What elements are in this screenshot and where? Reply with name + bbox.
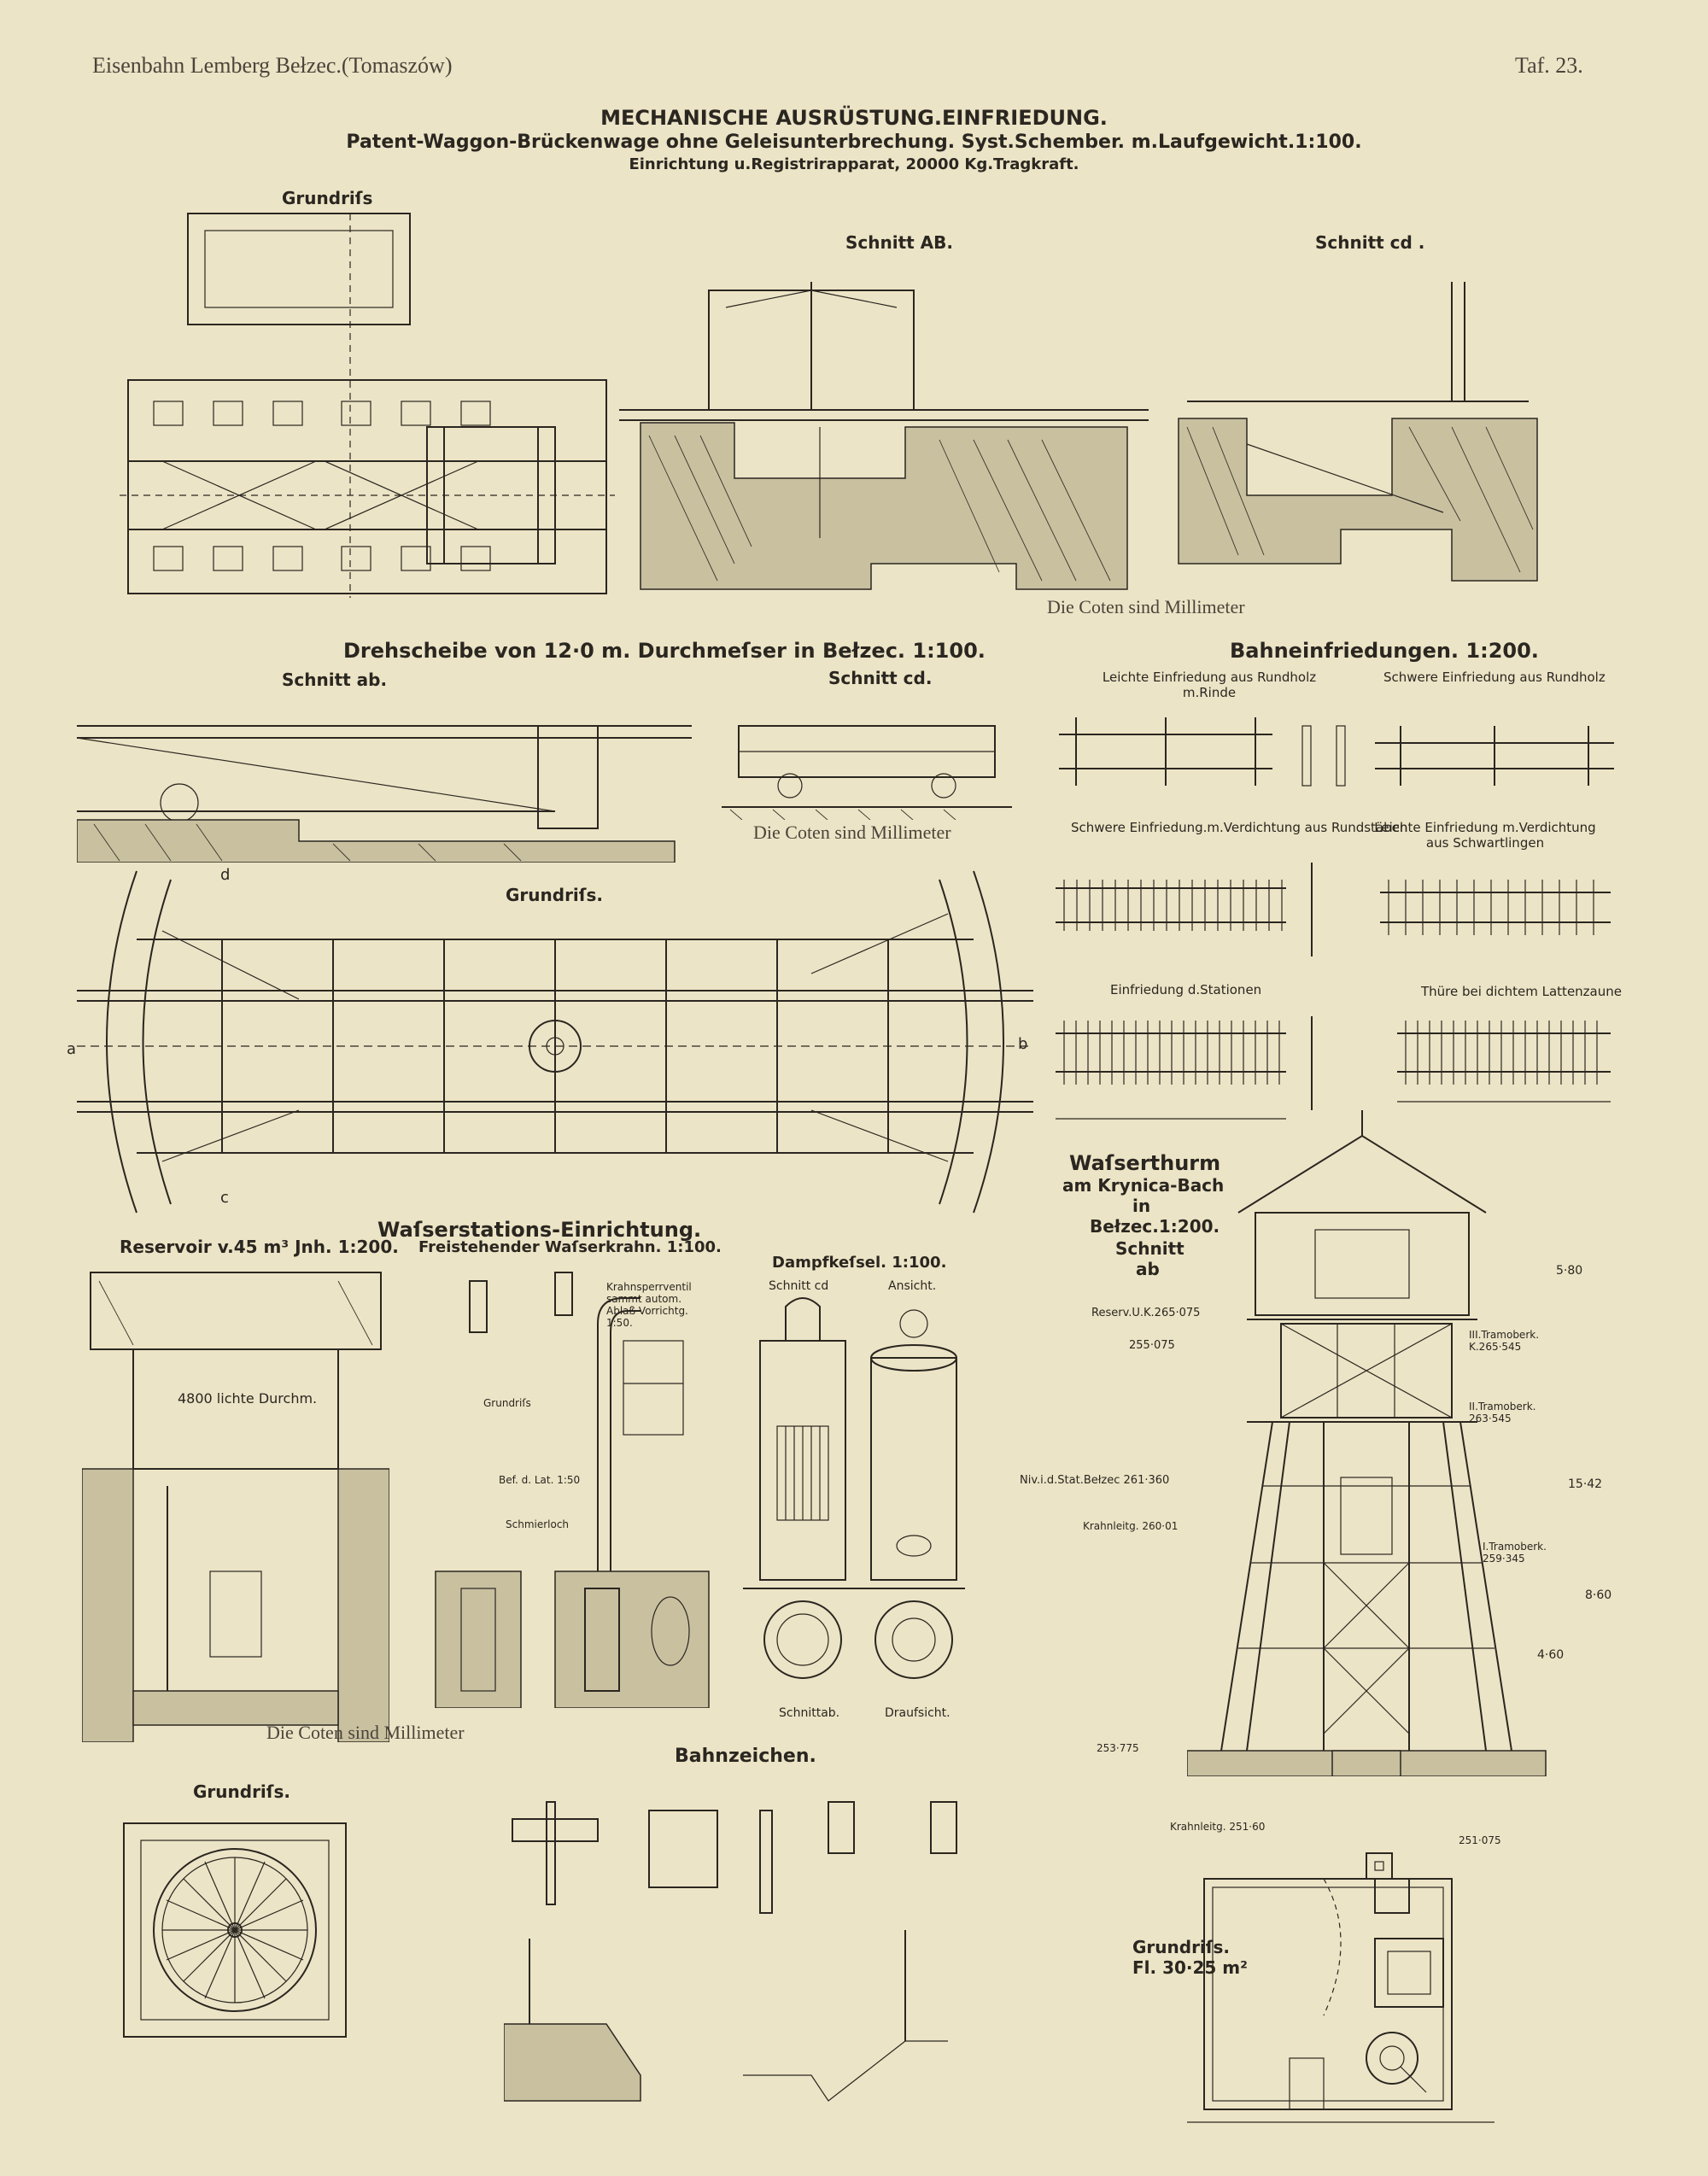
page-title: MECHANISCHE AUSRÜSTUNG.EINFRIEDUNG. <box>600 106 1108 130</box>
water-station-title: Waſserstations-Einrichtung. <box>377 1218 702 1242</box>
tower-level-2: 255·075 <box>1129 1339 1175 1352</box>
tower-dim-1: 5·80 <box>1556 1264 1583 1278</box>
boiler-title: Dampfkeſsel. 1:100. <box>772 1254 947 1272</box>
fence-label-5: Einfriedung d.Stationen <box>1110 982 1262 997</box>
header-left: Eisenbahn Lemberg Bełzec.(Tomaszów) <box>92 53 453 78</box>
tower-title-4: Bełzec.1:200. <box>1090 1216 1220 1237</box>
turntable-plan-drawing <box>77 863 1033 1221</box>
turntable-section-ab-drawing <box>77 692 709 863</box>
header-right: Taf. 23. <box>1515 53 1583 78</box>
tower-title-5: Schnitt <box>1115 1238 1184 1259</box>
turntable-letter-c: c <box>220 1189 229 1207</box>
tower-level-1: Reserv.U.K.265·075 <box>1091 1307 1201 1319</box>
boiler-schnitt-cd-label: Schnitt cd <box>769 1279 829 1293</box>
tower-level-3: III.Tramoberk. K.265·545 <box>1469 1329 1540 1353</box>
tower-level-10: 251·075 <box>1459 1834 1501 1846</box>
boiler-ansicht-label: Ansicht. <box>888 1279 937 1293</box>
tower-level-9: Krahnleitg. 251·60 <box>1170 1821 1266 1833</box>
fence-label-2: Schwere Einfriedung aus Rundholz <box>1383 670 1606 685</box>
turntable-title: Drehscheibe von 12·0 m. Durchmeſser in B… <box>343 639 986 663</box>
reservoir-cotes-note: Die Coten sind Millimeter <box>266 1722 465 1743</box>
turntable-schnitt-ab-label: Schnitt ab. <box>282 670 388 690</box>
fences-title: Bahneinfriedungen. 1:200. <box>1230 639 1539 663</box>
tower-title-3: in <box>1132 1196 1151 1216</box>
tower-title-1: Waſserthurm <box>1069 1151 1221 1175</box>
water-crane-label: Freistehender Waſserkrahn. 1:100. <box>418 1238 722 1256</box>
crane-detail-note: Bef. d. Lat. 1:50 <box>499 1474 581 1486</box>
crane-schmierloch-note: Schmierloch <box>506 1518 570 1530</box>
tower-area-label: Fl. 30·25 m² <box>1132 1957 1248 1978</box>
fence-label-6: Thüre bei dichtem Lattenzaune <box>1421 984 1622 999</box>
reservoir-grundriss-label: Grundriſs. <box>193 1781 290 1802</box>
boiler-draufsicht-label: Draufsicht. <box>885 1706 951 1720</box>
tower-level-4: II.Tramoberk. 263·545 <box>1469 1401 1536 1424</box>
tower-level-8: 253·775 <box>1097 1742 1139 1754</box>
tower-level-7: I.Tramoberk. 259·345 <box>1483 1541 1547 1565</box>
page-subtitle: Patent-Waggon-Brückenwage ohne Geleisunt… <box>346 132 1362 153</box>
fence-label-3: Schwere Einfriedung.m.Verdichtung aus Ru… <box>1071 820 1408 835</box>
fence-drawings-row-3 <box>1056 1008 1619 1127</box>
turntable-letter-b: b <box>1018 1035 1028 1053</box>
turntable-letter-a: a <box>67 1040 77 1058</box>
tower-section-drawing <box>1187 1102 1614 1776</box>
tower-dim-2: 15·42 <box>1568 1477 1603 1491</box>
fence-label-4: Leichte Einfriedung m.Verdichtung aus Sc… <box>1374 820 1596 851</box>
fence-drawings-row-2 <box>1056 854 1619 965</box>
scale-section-ab-drawing <box>615 256 1153 598</box>
reservoir-inner-label: 4800 lichte Durchm. <box>178 1390 318 1407</box>
fence-drawings-row-1 <box>1059 700 1623 803</box>
tower-level-5: Niv.i.d.Stat.Bełzec 261·360 <box>1020 1474 1170 1487</box>
tower-dim-3: 8·60 <box>1585 1588 1612 1602</box>
boiler-drawing <box>743 1290 965 1699</box>
tower-grundriss-label: Grundriſs. <box>1132 1937 1230 1957</box>
scale-plan-drawing <box>120 205 615 606</box>
scale-schnitt-cd-label: Schnitt cd . <box>1315 232 1425 253</box>
tower-title-2: am Krynica-Bach <box>1062 1175 1225 1196</box>
water-crane-drawing <box>427 1264 734 1708</box>
boiler-schnitt-ab-label: Schnittab. <box>779 1706 840 1720</box>
crane-grundriss-label: Grundriſs <box>483 1397 531 1409</box>
scale-grundriss-label: Grundriſs <box>282 188 373 208</box>
reservoir-section-drawing <box>82 1264 389 1742</box>
scale-schnitt-ab-label: Schnitt AB. <box>845 232 953 253</box>
scale-cotes-note: Die Coten sind Millimeter <box>1047 596 1245 617</box>
reservoir-plan-drawing <box>120 1819 350 2041</box>
tower-level-6: Krahnleitg. 260·01 <box>1083 1520 1179 1532</box>
signs-title: Bahnzeichen. <box>675 1746 816 1767</box>
fence-label-1: Leichte Einfriedung aus Rundholz m.Rinde <box>1102 670 1317 700</box>
turntable-section-cd-drawing <box>722 700 1012 820</box>
page-subtitle-2: Einrichtung u.Registrirapparat, 20000 Kg… <box>629 155 1079 173</box>
scale-section-cd-drawing <box>1170 273 1580 598</box>
tower-plan-drawing <box>1187 1845 1494 2126</box>
turntable-cotes-note: Die Coten sind Millimeter <box>753 822 951 843</box>
signs-drawing <box>504 1793 1016 2152</box>
reservoir-title: Reservoir v.45 m³ Jnh. 1:200. <box>120 1237 399 1257</box>
tower-title-6: ab <box>1136 1259 1160 1279</box>
turntable-grundriss-label: Grundriſs. <box>506 885 603 905</box>
turntable-schnitt-cd-label: Schnitt cd. <box>828 668 933 688</box>
tower-dim-4: 4·60 <box>1537 1648 1565 1662</box>
turntable-letter-d: d <box>220 866 231 884</box>
